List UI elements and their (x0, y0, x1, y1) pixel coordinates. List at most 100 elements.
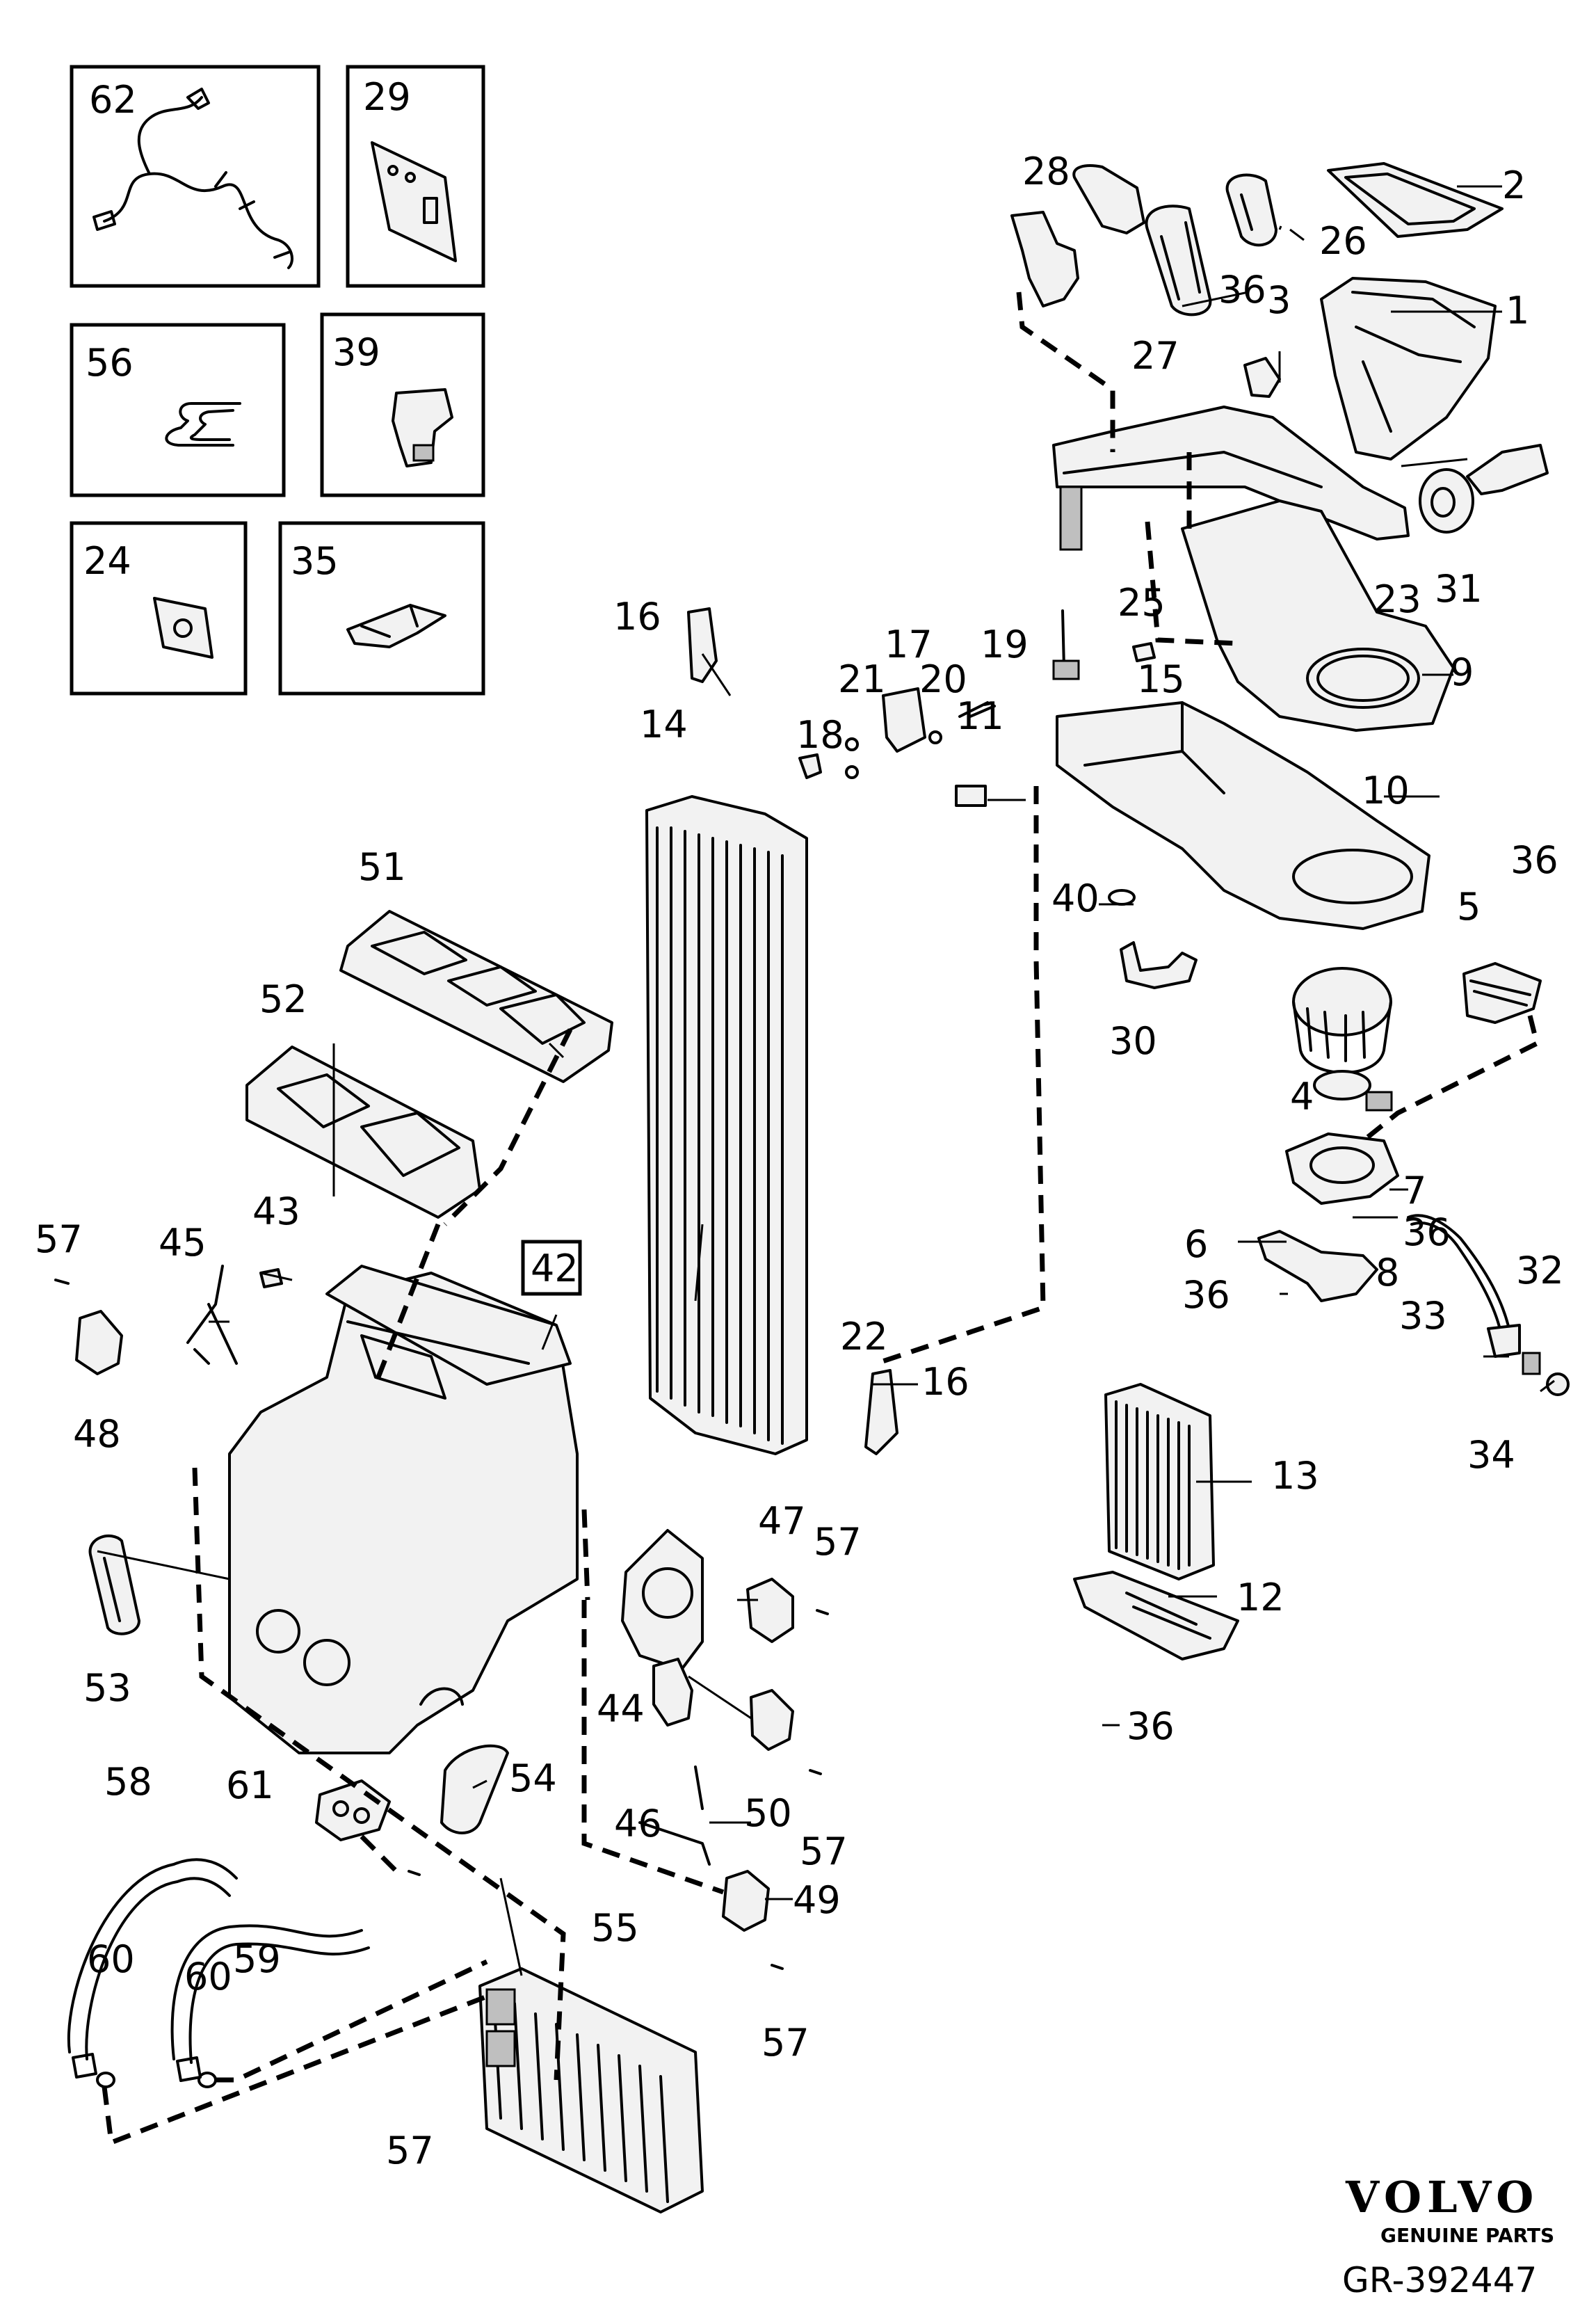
callout-36: 36 (1403, 1210, 1451, 1254)
callout-52: 52 (259, 977, 307, 1021)
bracket-28 (1010, 211, 1079, 307)
callout-57: 57 (800, 1829, 848, 1873)
callout-49: 49 (793, 1878, 841, 1922)
drain-30 (1120, 941, 1198, 989)
housing-lower-10 (1056, 701, 1430, 930)
callout-40: 40 (1051, 876, 1099, 920)
callout-7: 7 (1403, 1169, 1426, 1212)
callout-18: 18 (796, 713, 844, 757)
callout-56: 56 (86, 341, 134, 385)
callout-34: 34 (1467, 1433, 1515, 1477)
air-inlet-1 (1320, 277, 1497, 461)
callouts: 62 29 56 39 24 35 28 2 26 36 3 1 27 23 3… (35, 75, 1564, 2172)
plate-29 (371, 141, 457, 262)
gasket-53 (88, 1534, 140, 1635)
brand-tagline: GENUINE PARTS (1380, 2224, 1554, 2247)
cover-35 (346, 604, 446, 648)
pad-24 (153, 597, 213, 659)
callout-54: 54 (509, 1756, 557, 1800)
callout-42: 42 (531, 1247, 579, 1290)
block-11 (955, 785, 987, 807)
callout-24: 24 (83, 539, 131, 583)
clip-43 (259, 1268, 283, 1288)
callout-31: 31 (1435, 567, 1483, 611)
resistor-5 (1462, 962, 1542, 1024)
callout-60: 60 (184, 1955, 232, 1999)
hose-59 (170, 1924, 363, 2060)
callout-3: 3 (1267, 278, 1291, 322)
valve-32 (1522, 1352, 1541, 1375)
callout-36: 36 (1510, 838, 1558, 882)
actuator-49 (722, 1870, 770, 1932)
hose-33 (1407, 1214, 1510, 1330)
washer-40 (1108, 889, 1136, 906)
callout-19: 19 (981, 623, 1029, 666)
callout-13: 13 (1271, 1454, 1319, 1498)
callout-57: 57 (35, 1217, 83, 1261)
callout-48: 48 (73, 1412, 121, 1456)
o-ring-60b (198, 2072, 217, 2088)
callout-9: 9 (1450, 650, 1474, 694)
clip-56 (165, 402, 241, 447)
callout-22: 22 (840, 1315, 888, 1359)
bolt-19 (958, 701, 996, 718)
cover-6 (1257, 1230, 1378, 1302)
callout-32: 32 (1516, 1249, 1564, 1292)
callout-57: 57 (761, 2021, 809, 2065)
duct-23 (1052, 406, 1410, 541)
callout-20: 20 (919, 657, 967, 701)
inset-boxes (70, 65, 485, 696)
callout-60: 60 (87, 1937, 135, 1981)
wire-harness-62 (92, 88, 293, 269)
callout-15: 15 (1137, 657, 1185, 701)
gasket-54 (440, 1744, 509, 1834)
callout-30: 30 (1109, 1019, 1157, 1063)
callout-55: 55 (591, 1906, 639, 1950)
callout-21: 21 (838, 657, 886, 701)
bracket-16-bottom (864, 1369, 898, 1455)
frame-51 (339, 910, 613, 1083)
nut-34 (1546, 1372, 1570, 1396)
callout-17: 17 (885, 623, 933, 666)
connector-39 (392, 388, 453, 467)
callout-50: 50 (744, 1791, 792, 1835)
callout-5: 5 (1457, 885, 1481, 929)
actuator-50 (750, 1689, 794, 1751)
callout-43: 43 (252, 1190, 300, 1233)
callout-45: 45 (159, 1221, 207, 1265)
diagram-reference: GR-392447 (1342, 2260, 1537, 2300)
expansion-valve-17 (882, 687, 926, 753)
callout-1: 1 (1506, 289, 1529, 333)
callout-4: 4 (1290, 1075, 1314, 1119)
o-ring-60a (96, 2072, 115, 2088)
valve-group (645, 607, 996, 1455)
callout-33: 33 (1399, 1294, 1447, 1338)
filter-group (1073, 1383, 1239, 1660)
callout-2: 2 (1502, 163, 1526, 207)
clip-3 (1243, 357, 1281, 398)
callout-6: 6 (1184, 1222, 1208, 1266)
bracket-16-top (687, 607, 718, 683)
clip-25 (1132, 642, 1156, 662)
ring-31 (1419, 468, 1474, 534)
callout-42-box (521, 1240, 582, 1296)
o-ring-21 (845, 737, 859, 751)
case-42 (228, 1272, 579, 1754)
callout-35: 35 (291, 539, 339, 583)
callout-36: 36 (1182, 1273, 1230, 1317)
callout-61: 61 (226, 1763, 274, 1807)
callout-36: 36 (1218, 268, 1266, 312)
actuator-44 (652, 1658, 693, 1727)
callout-51: 51 (358, 845, 406, 889)
leader-lines (97, 185, 1555, 1976)
callout-27: 27 (1131, 334, 1179, 378)
callout-57: 57 (386, 2129, 434, 2172)
upper-housing-group (955, 162, 1549, 989)
mount-7 (1285, 1132, 1399, 1205)
callout-29: 29 (363, 75, 411, 119)
heater-group (67, 1779, 704, 2213)
hvac-case (54, 910, 829, 1970)
callout-58: 58 (104, 1760, 152, 1804)
callout-62: 62 (89, 78, 137, 122)
